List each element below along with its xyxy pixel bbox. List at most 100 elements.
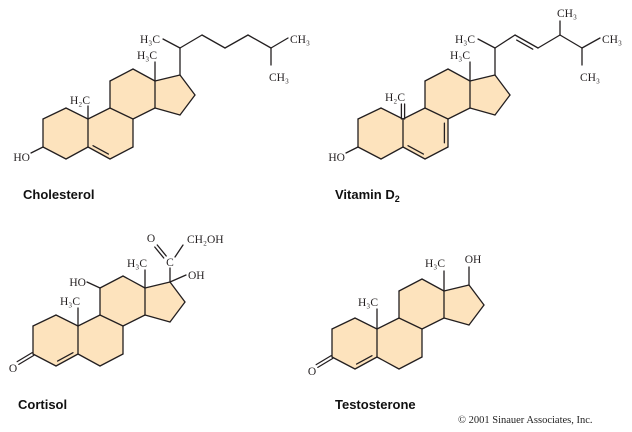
- ring-bond: [443, 317, 470, 326]
- ring-bond: [122, 314, 146, 327]
- hydroxyl-label: HO: [13, 152, 30, 164]
- ring-bond: [122, 275, 146, 289]
- substituent-bond: [179, 34, 203, 49]
- c19-label: H₂C: [385, 92, 405, 104]
- substituent-bond: [559, 34, 583, 49]
- ring-D-fill: [145, 282, 185, 322]
- ring-A-fill: [33, 315, 78, 366]
- c18-label: H₃C: [127, 258, 147, 270]
- c26-label: CH₃: [290, 34, 310, 46]
- c21-label: H₃C: [140, 34, 160, 46]
- ring-bond: [132, 68, 156, 82]
- ring-bond: [55, 353, 79, 367]
- ring-bond: [398, 278, 423, 292]
- ring-bond: [398, 356, 423, 370]
- c19-label: H₃C: [60, 296, 80, 308]
- c26-label: CH₃: [602, 34, 622, 46]
- ring-bond: [376, 317, 400, 330]
- substituent-bond: [537, 34, 561, 49]
- ring-bond: [99, 314, 124, 327]
- ring-bond: [32, 314, 57, 327]
- substituent-bond: [30, 146, 44, 154]
- ring-bond: [380, 107, 404, 120]
- hydroxyl-label: HO: [328, 152, 345, 164]
- double-bond-line: [156, 244, 167, 257]
- ring-B-fill: [377, 318, 422, 369]
- ring-bond: [65, 107, 89, 120]
- vitamin-d2-name: Vitamin D2: [335, 187, 400, 204]
- ring-C-fill: [399, 279, 444, 329]
- copyright-notice: © 2001 Sinauer Associates, Inc.: [458, 415, 593, 426]
- ring-C-fill: [110, 69, 155, 119]
- ring-bond: [424, 146, 449, 160]
- double-bond-line: [355, 354, 373, 365]
- ring-bond: [380, 146, 404, 160]
- double-bond-line: [56, 351, 74, 362]
- c19-label: H₂C: [70, 95, 90, 107]
- ring-bond: [447, 68, 471, 82]
- substituent-bond: [270, 37, 289, 49]
- ring-bond: [424, 107, 449, 120]
- substituent-bond: [174, 244, 184, 258]
- double-bond-line: [407, 144, 425, 155]
- ring-bond: [398, 317, 423, 330]
- ring-D-fill: [155, 75, 195, 115]
- cholesterol-name: Cholesterol: [23, 187, 95, 202]
- ring-bond: [109, 68, 134, 82]
- ring-C-fill: [100, 276, 145, 326]
- ring-bond: [331, 356, 356, 370]
- substituent-bond: [345, 146, 359, 154]
- ring-bond: [109, 146, 134, 160]
- cortisol-name: Cortisol: [18, 397, 68, 412]
- substituent-bond: [169, 274, 187, 283]
- substituent-bond: [86, 281, 101, 289]
- vitamin-d2-subscript: 2: [394, 194, 400, 204]
- ring-D-fill: [470, 75, 510, 115]
- ring-bond: [169, 281, 186, 303]
- ring-bond: [376, 356, 400, 370]
- ring-bond: [424, 68, 449, 82]
- ring-bond: [447, 107, 471, 120]
- ring-bond: [42, 146, 67, 160]
- ring-bond: [132, 107, 156, 120]
- c28-label: CH₃: [557, 8, 577, 20]
- ring-bond: [468, 284, 485, 306]
- double-bond-line: [317, 357, 334, 369]
- substituent-bond: [494, 34, 516, 49]
- ring-bond: [144, 281, 171, 289]
- ring-bond: [87, 107, 111, 120]
- ring-bond: [494, 94, 511, 116]
- keto20-label: O: [147, 233, 155, 245]
- ring-bond: [144, 314, 171, 323]
- substituent-bond: [224, 34, 249, 49]
- substituent-bond: [247, 34, 272, 49]
- c18-label: H₃C: [137, 50, 157, 62]
- ring-bond: [65, 146, 89, 160]
- ring-bond: [55, 314, 79, 327]
- ring-bond: [87, 146, 111, 160]
- ring-bond: [154, 107, 181, 116]
- substituent-bond: [162, 38, 181, 49]
- ring-bond: [468, 304, 485, 326]
- substituent-bond: [581, 37, 601, 49]
- ring-bond: [77, 314, 101, 327]
- substituent-bond: [201, 34, 226, 49]
- vitamin-d2-name-text: Vitamin D: [335, 187, 395, 202]
- ring-C-fill: [425, 69, 470, 119]
- double-bond-line: [18, 354, 35, 366]
- ring-bond: [421, 278, 445, 292]
- hydroxyl11-label: HO: [69, 277, 86, 289]
- ring-B-fill: [403, 108, 448, 159]
- ring-bond: [99, 353, 124, 367]
- ring-bond: [109, 107, 134, 120]
- c21-label: H₃C: [455, 34, 475, 46]
- ring-bond: [443, 284, 470, 292]
- double-bond-line: [315, 354, 332, 366]
- ring-bond: [357, 146, 382, 160]
- keto-label: O: [308, 366, 316, 378]
